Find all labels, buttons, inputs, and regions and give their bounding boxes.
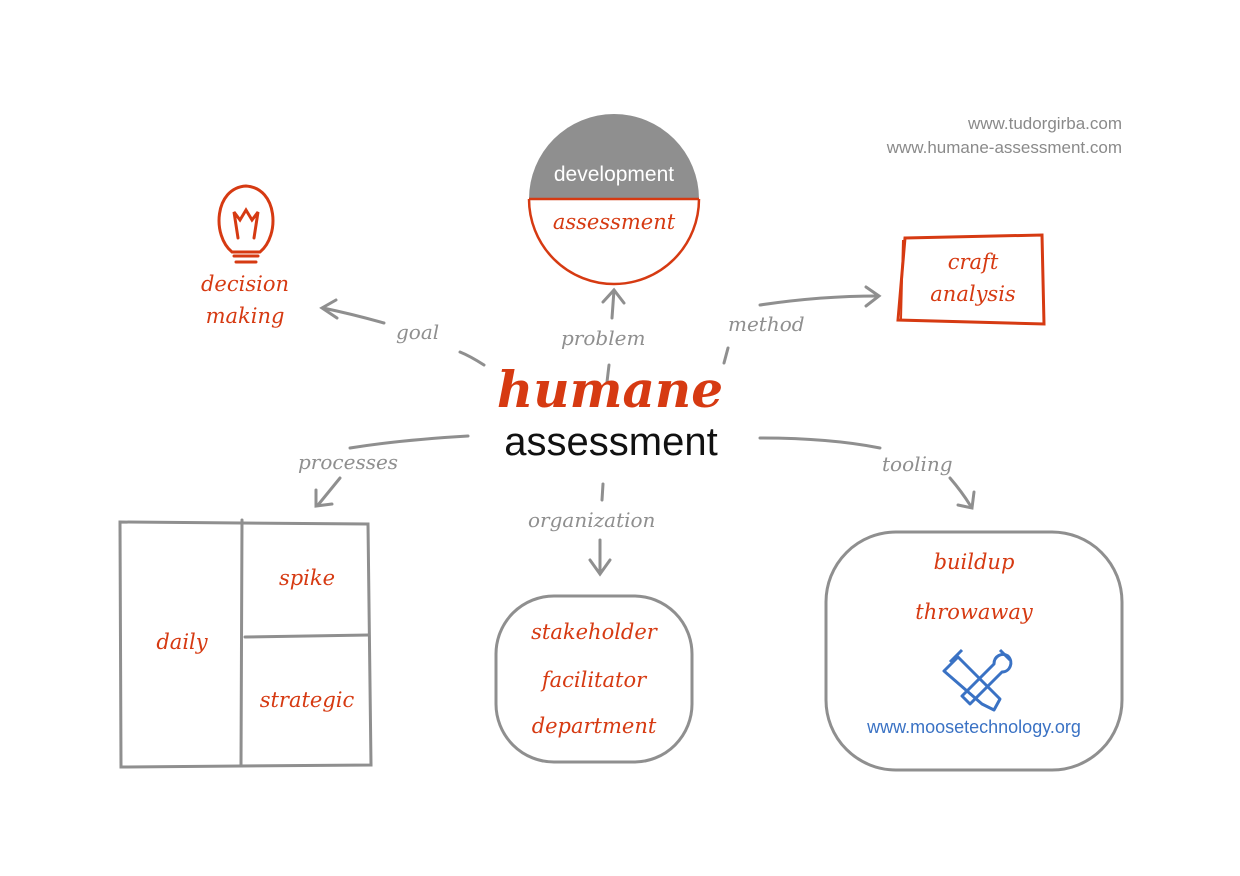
goal-connector — [321, 306, 386, 325]
problem-label-assessment: assessment — [552, 210, 676, 234]
organization-arrowhead — [588, 558, 612, 577]
url-tudorgirba[interactable]: www.tudorgirba.com — [967, 114, 1122, 133]
edge-label-method: method — [728, 312, 805, 336]
processes-cell-daily: daily — [156, 630, 208, 654]
processes-grid — [118, 518, 373, 769]
problem-connector — [610, 288, 616, 320]
method-box — [896, 233, 1046, 326]
problem-circle — [527, 114, 701, 286]
tooling-blob — [824, 530, 1124, 772]
goal-label-line2: making — [205, 304, 285, 328]
processes-connector — [348, 434, 470, 450]
central-title-assessment: assessment — [504, 420, 718, 464]
method-arrowhead — [864, 285, 882, 308]
url-humane-assessment[interactable]: www.humane-assessment.com — [886, 138, 1122, 157]
goal-label-line1: decision — [200, 272, 289, 296]
processes-cell-spike: spike — [278, 566, 336, 590]
edge-label-organization: organization — [528, 508, 656, 532]
edge-label-goal: goal — [396, 320, 440, 344]
processes-arrowhead — [314, 488, 334, 508]
tooling-arrowhead — [956, 490, 976, 510]
goal-connector — [458, 350, 486, 367]
goal-arrowhead — [319, 298, 339, 320]
method-connector — [722, 346, 730, 365]
method-label-line2: analysis — [930, 282, 1016, 306]
url-moosetechnology[interactable]: www.moosetechnology.org — [867, 717, 1081, 737]
tooling-connector — [758, 436, 882, 450]
lightbulb-icon — [217, 184, 275, 264]
tooling-item-throwaway: throwaway — [915, 600, 1033, 624]
organization-item-stakeholder: stakeholder — [531, 620, 657, 644]
edge-label-problem: problem — [561, 326, 646, 350]
organization-item-facilitator: facilitator — [541, 668, 647, 692]
method-label-line1: craft — [947, 250, 999, 274]
organization-item-department: department — [531, 714, 657, 738]
central-title-humane: humane — [496, 360, 724, 419]
organization-blob — [494, 594, 694, 764]
processes-cell-strategic: strategic — [259, 688, 355, 712]
problem-connector — [605, 363, 611, 384]
edge-label-processes: processes — [298, 450, 399, 474]
method-connector — [758, 294, 880, 307]
tooling-connector — [948, 476, 972, 507]
edge-label-tooling: tooling — [882, 452, 953, 476]
tools-icon — [942, 648, 1013, 712]
problem-label-development: development — [553, 163, 675, 186]
organization-connector — [600, 482, 605, 502]
tooling-item-buildup: buildup — [933, 550, 1015, 574]
problem-arrowhead — [601, 287, 626, 305]
processes-connector — [316, 476, 342, 507]
